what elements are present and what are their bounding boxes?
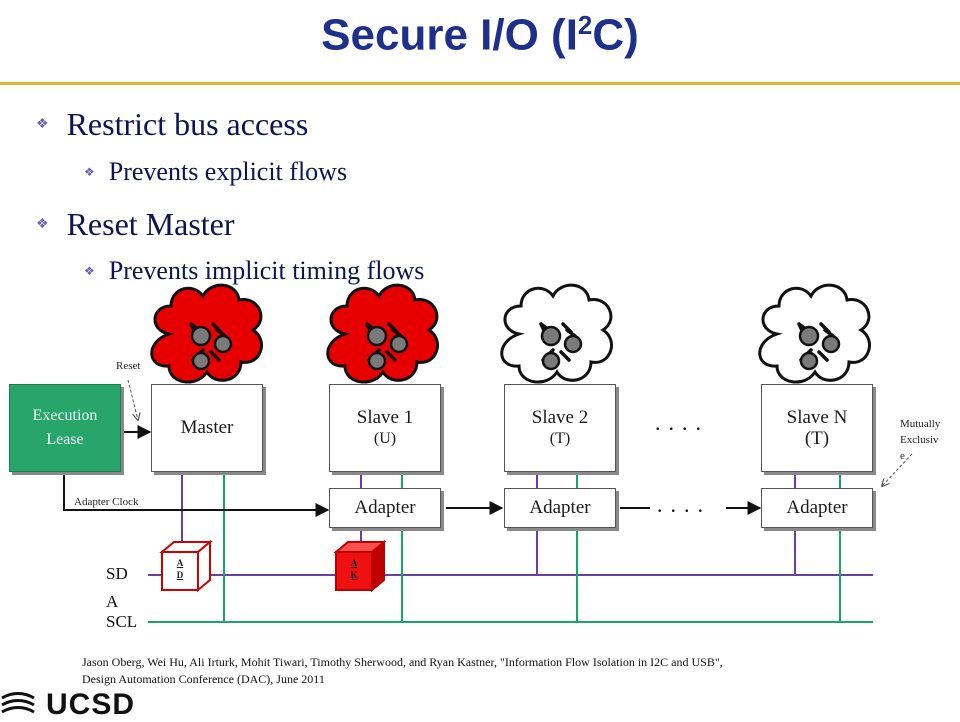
diamond-bullet-icon: ❖ <box>84 263 95 278</box>
slave-2-box: Slave 2 (T) <box>504 384 616 472</box>
untrusted-cloud-slave-2 <box>500 283 614 384</box>
untrusted-cloud-slave-n <box>758 283 872 384</box>
adapter-clock-label: Adapter Clock <box>74 496 139 508</box>
mutually-exclusive-label: Mutually Exclusiv e <box>900 418 941 462</box>
slave-1-box: Slave 1 (U) <box>329 384 441 472</box>
diamond-bullet-icon: ❖ <box>36 117 49 132</box>
adapter-1-box: Adapter <box>329 488 441 528</box>
sda-label-line2: A <box>106 592 119 611</box>
sda-label-line1: SD <box>106 564 128 583</box>
ad-cube-master <box>159 539 213 593</box>
title-divider <box>0 82 960 85</box>
bullet-prevents-implicit-timing-flows: ❖ Prevents implicit timing flows <box>84 256 425 285</box>
slave-n-box: Slave N (T) <box>761 384 873 472</box>
slide-title: Secure I/O (I2C) <box>321 10 639 60</box>
bullet-prevents-explicit-flows: ❖ Prevents explicit flows <box>84 157 348 186</box>
reset-arrow <box>127 379 138 420</box>
bullet-reset-master: ❖ Reset Master <box>36 206 235 242</box>
trusted-cloud-slave-1 <box>326 283 440 384</box>
reset-label: Reset <box>116 360 141 372</box>
adapter-n-box: Adapter <box>761 488 873 528</box>
scl-label: SCL <box>106 612 138 631</box>
adapter-clock-arrow <box>63 470 330 517</box>
slaves-ellipsis: .... <box>655 410 709 435</box>
adapter-2-box: Adapter <box>504 488 616 528</box>
bullet-restrict-bus-access: ❖ Restrict bus access <box>36 106 309 142</box>
execution-lease-box: Execution Lease <box>9 384 121 472</box>
master-box: Master <box>151 384 263 472</box>
ucsd-wave-icon <box>1 692 35 714</box>
trusted-cloud-master <box>150 283 264 384</box>
diamond-bullet-icon: ❖ <box>36 217 49 232</box>
mutually-exclusive-arrow <box>882 453 913 486</box>
ucsd-logo: UCSD <box>0 688 135 722</box>
diamond-bullet-icon: ❖ <box>84 164 95 179</box>
adapters-ellipsis: .... <box>657 492 711 517</box>
citation: Jason Oberg, Wei Hu, Ali Irturk, Mohit T… <box>82 655 723 686</box>
ak-cube-slave <box>333 539 387 593</box>
